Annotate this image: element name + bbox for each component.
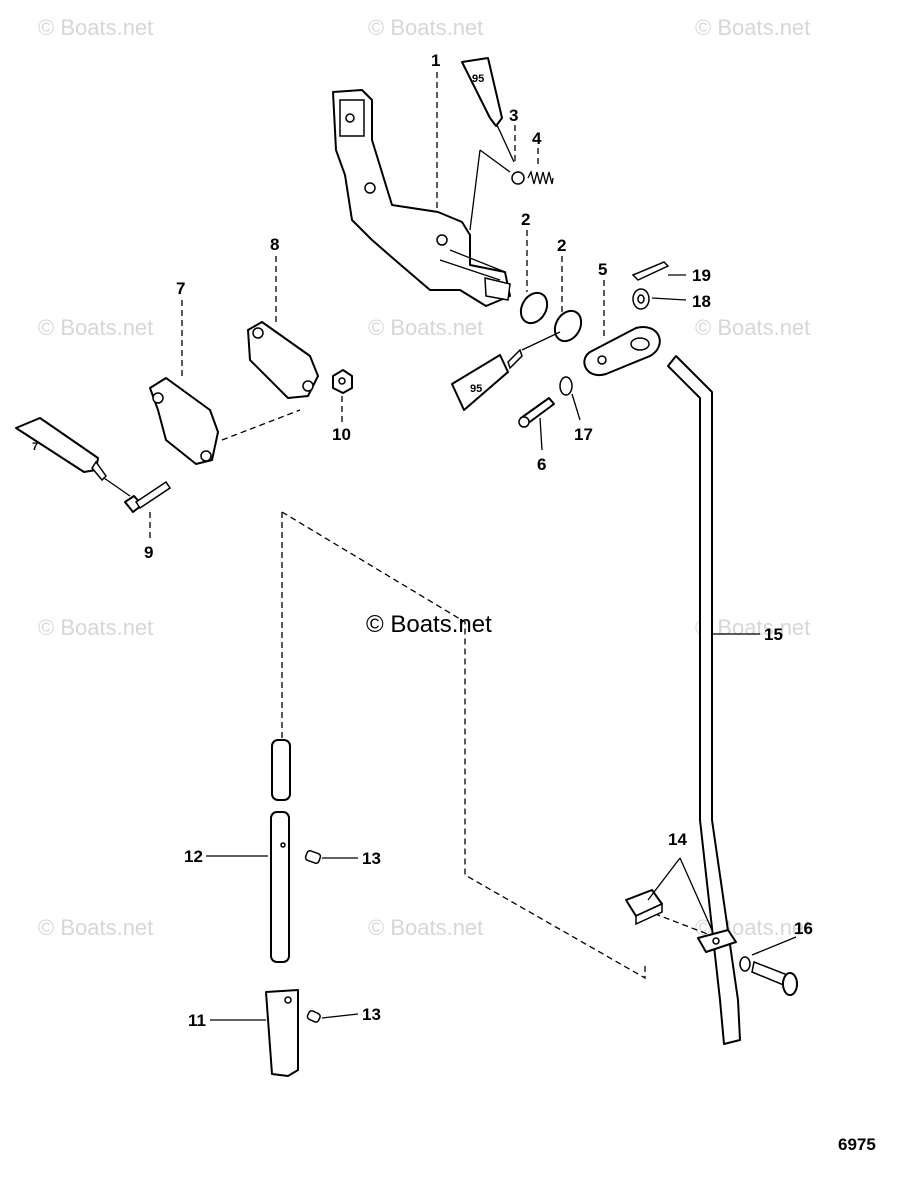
part-18-washer bbox=[632, 288, 650, 310]
callout-5: 5 bbox=[598, 260, 607, 279]
part-14-clip-a bbox=[625, 889, 663, 926]
watermark: © Boats.net bbox=[38, 315, 153, 340]
part-1-shift-lever bbox=[332, 89, 511, 307]
watermark: © Boats.net bbox=[368, 315, 483, 340]
tube-label: 95 bbox=[470, 383, 482, 395]
callout-1: 1 bbox=[431, 51, 440, 70]
callout-12: 12 bbox=[184, 847, 203, 866]
part-sealant-tube-7: 7 bbox=[15, 417, 131, 497]
watermark: © Boats.net bbox=[695, 315, 810, 340]
callout-13b: 13 bbox=[362, 1005, 381, 1024]
callout-4: 4 bbox=[532, 129, 542, 148]
part-11-coupler bbox=[265, 989, 299, 1077]
part-16-bolt bbox=[739, 956, 798, 996]
part-10-nut bbox=[332, 369, 353, 394]
part-19-cotter-pin bbox=[631, 261, 670, 281]
watermark: © Boats.net bbox=[368, 915, 483, 940]
watermark: © Boats.net bbox=[695, 15, 810, 40]
callout-17: 17 bbox=[574, 425, 593, 444]
part-sealant-tube-95-middle: 95 bbox=[451, 331, 561, 411]
callout-16: 16 bbox=[794, 919, 813, 938]
callout-7: 7 bbox=[176, 279, 185, 298]
callout-8: 8 bbox=[270, 235, 279, 254]
diagram-number: 6975 bbox=[838, 1135, 876, 1154]
watermark: © Boats.net bbox=[368, 15, 483, 40]
part-7-gasket bbox=[149, 377, 219, 465]
callout-11: 11 bbox=[188, 1011, 206, 1030]
watermark: © Boats.net bbox=[38, 15, 153, 40]
assembly-path bbox=[281, 511, 646, 980]
part-13-pin-upper bbox=[304, 850, 322, 864]
callout-10: 10 bbox=[332, 425, 351, 444]
callout-18: 18 bbox=[692, 292, 711, 311]
watermark-layer: © Boats.net © Boats.net © Boats.net © Bo… bbox=[38, 15, 810, 940]
part-8-cover-plate bbox=[247, 321, 319, 399]
part-2-o-ring-b bbox=[553, 309, 583, 343]
tube-label: 95 bbox=[472, 73, 484, 85]
part-13-pin-lower bbox=[306, 1010, 321, 1023]
callout-13a: 13 bbox=[362, 849, 381, 868]
leader-line bbox=[469, 149, 511, 231]
part-sealant-tube-95-top: 95 bbox=[461, 57, 515, 163]
callout-3: 3 bbox=[509, 106, 518, 125]
watermark: © Boats.net bbox=[695, 615, 810, 640]
watermark: © Boats.net bbox=[38, 915, 153, 940]
part-5-shift-arm bbox=[583, 326, 661, 377]
part-14-clip-b bbox=[697, 929, 737, 953]
part-6-screw bbox=[518, 397, 555, 428]
part-15-shift-rod bbox=[667, 355, 741, 1045]
leader-line bbox=[221, 409, 301, 441]
part-4-spring bbox=[527, 170, 554, 185]
callouts: 1 3 4 2 2 5 19 18 17 6 7 8 10 9 12 13 11… bbox=[144, 51, 813, 1030]
part-9-bolt bbox=[124, 480, 172, 513]
part-3-ball bbox=[511, 171, 525, 185]
watermark-center: © Boats.net bbox=[366, 611, 492, 638]
callout-15: 15 bbox=[764, 625, 783, 644]
callout-14: 14 bbox=[668, 830, 687, 849]
tube-label: 7 bbox=[32, 441, 38, 453]
part-12-shift-shaft bbox=[270, 739, 291, 963]
part-2-o-ring-a bbox=[519, 291, 549, 325]
leader-lines bbox=[149, 72, 797, 1021]
callout-19: 19 bbox=[692, 266, 711, 285]
callout-6: 6 bbox=[537, 455, 546, 474]
callout-2a: 2 bbox=[521, 210, 530, 229]
part-17-washer bbox=[559, 376, 573, 396]
callout-2b: 2 bbox=[557, 236, 566, 255]
callout-9: 9 bbox=[144, 543, 153, 562]
watermark: © Boats.net bbox=[38, 615, 153, 640]
